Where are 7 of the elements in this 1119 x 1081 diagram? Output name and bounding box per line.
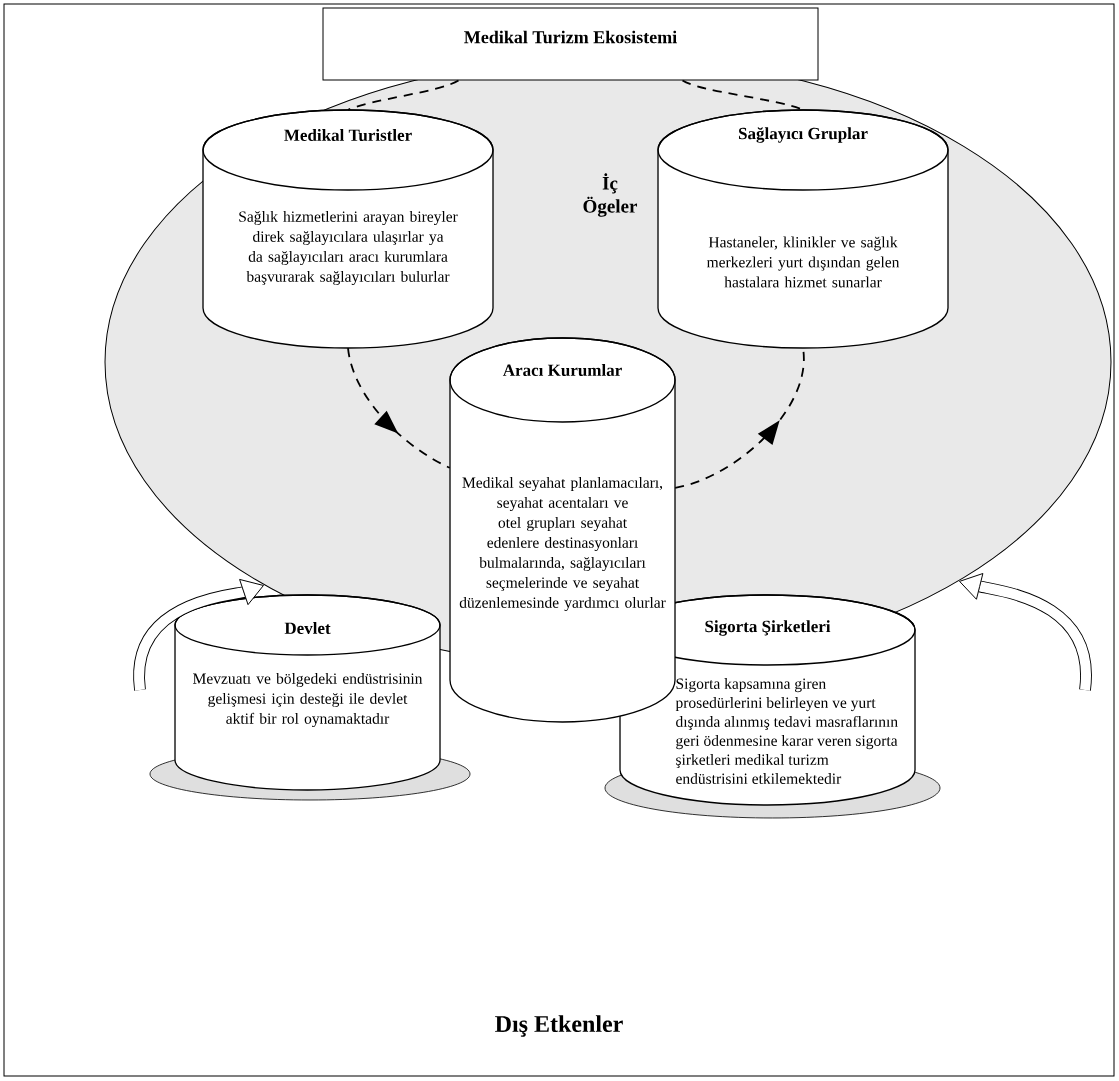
- curved-block-arrow: [133, 578, 264, 691]
- cylinder: Aracı Kurumlar Medikal seyahat planlamacıları, seyahat acentaları ve otel grupları seyahat edenlere destinasyonları bulmalarında, sağlayıcıları seçmelerinde ve seyahat düzenlemesinde yardımcı olurlar: [449, 337, 676, 723]
- title-box: Medikal Turizm Ekosistemi: [322, 7, 819, 81]
- cylinder: Sağlayıcı Gruplar Hastaneler, klinikler ve sağlık merkezleri yurt dışından gelen hastalara hizmet sunarlar: [657, 109, 949, 349]
- curved-block-arrow: [959, 573, 1092, 691]
- dashed-arrow: [347, 347, 451, 469]
- cylinder: Medikal Turistler Sağlık hizmetlerini arayan bireyler direk sağlayıcılara ulaşırlar ya da sağlayıcıları aracı kurumlara başvurarak sağlayıcıları bulurlar: [202, 109, 494, 349]
